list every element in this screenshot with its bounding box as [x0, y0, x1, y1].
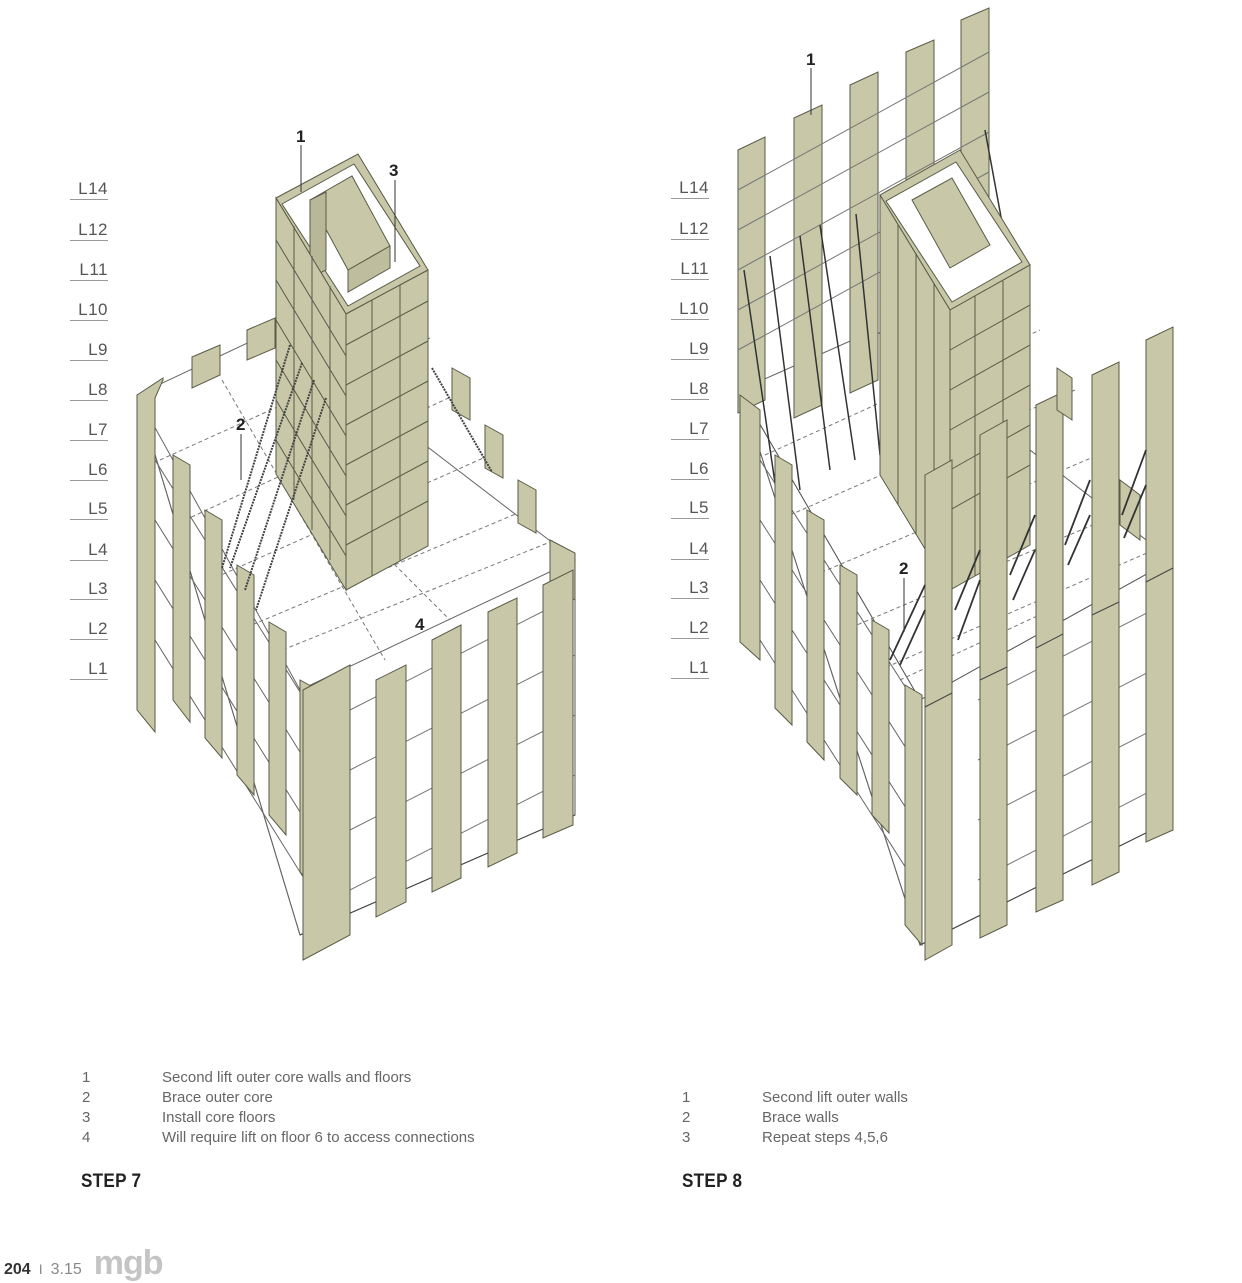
level-label: L3 [70, 580, 108, 600]
page-footer: 204 I 3.15 mgb [4, 1244, 164, 1282]
level-label: L8 [671, 380, 709, 400]
level-label: L10 [70, 301, 108, 321]
step7-panel: L14 L12 L11 L10 L9 L8 L7 L6 L5 L4 L3 L2 … [0, 0, 621, 1280]
level-label: L14 [70, 180, 108, 200]
step8-axonometric-diagram: 1 2 [737, 7, 1174, 961]
level-label: L3 [671, 579, 709, 599]
level-label: L2 [671, 619, 709, 639]
brace-lines [221, 344, 493, 611]
step7-title: STEP 7 [81, 1171, 142, 1192]
level-label: L8 [70, 381, 108, 401]
callout-2: 2 [899, 559, 908, 578]
level-label: L7 [671, 420, 709, 440]
section-number: 3.15 [50, 1261, 82, 1278]
level-label: L10 [671, 300, 709, 320]
level-label: L1 [671, 659, 709, 679]
step7-axonometric-diagram: 1 3 2 4 [136, 127, 576, 961]
level-label: L9 [671, 340, 709, 360]
step8-panel: L14 L12 L11 L10 L9 L8 L7 L6 L5 L4 L3 L2 … [621, 0, 1242, 1280]
level-label: L11 [671, 260, 709, 280]
brace-lines [889, 449, 1147, 666]
page-number: 204 [4, 1261, 31, 1278]
level-label: L2 [70, 620, 108, 640]
level-label: L6 [70, 461, 108, 481]
step8-title: STEP 8 [682, 1171, 743, 1192]
level-label: L12 [671, 220, 709, 240]
callout-2: 2 [236, 415, 245, 434]
callout-4: 4 [415, 615, 425, 634]
footer-separator: I [38, 1261, 43, 1277]
callout-1: 1 [296, 127, 305, 146]
level-label: L9 [70, 341, 108, 361]
level-label: L1 [70, 660, 108, 680]
level-label: L14 [671, 179, 709, 199]
level-label: L11 [70, 261, 108, 281]
level-label: L5 [70, 500, 108, 520]
brand-logo: mgb [93, 1244, 164, 1282]
level-label: L4 [671, 540, 709, 560]
level-label: L4 [70, 541, 108, 561]
callout-3: 3 [389, 161, 398, 180]
level-label: L5 [671, 499, 709, 519]
callout-1: 1 [806, 50, 815, 69]
level-label: L12 [70, 221, 108, 241]
level-label: L7 [70, 421, 108, 441]
level-label: L6 [671, 460, 709, 480]
